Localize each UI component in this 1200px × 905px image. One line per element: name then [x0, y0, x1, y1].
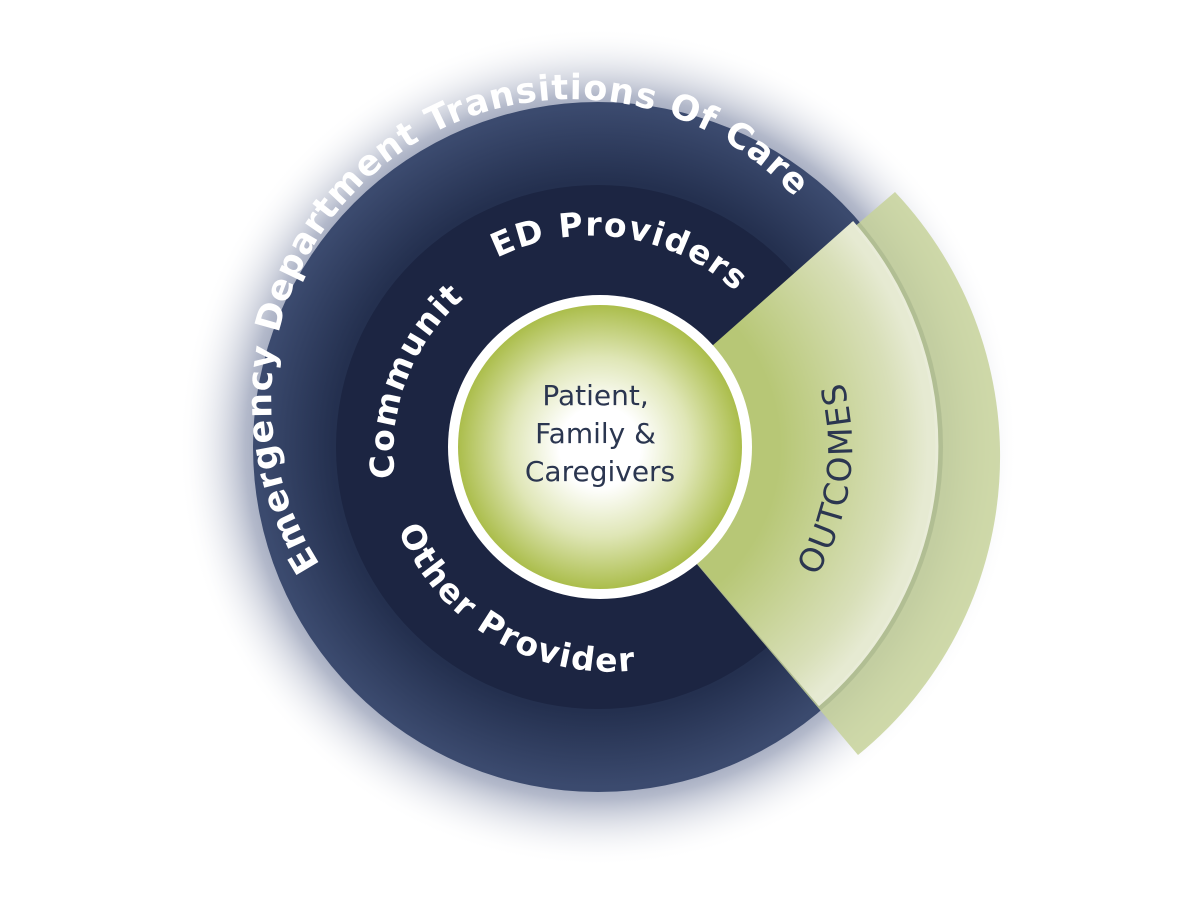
- center-label: Patient, Family & Caregivers: [525, 379, 675, 488]
- outcomes-divider: [817, 221, 939, 707]
- center-line-1: Patient,: [542, 379, 648, 412]
- center-line-2: Family &: [535, 417, 656, 450]
- outcomes-wedge-inner: [598, 222, 937, 705]
- center-line-3: Caregivers: [525, 455, 675, 488]
- center-circle: [458, 305, 742, 589]
